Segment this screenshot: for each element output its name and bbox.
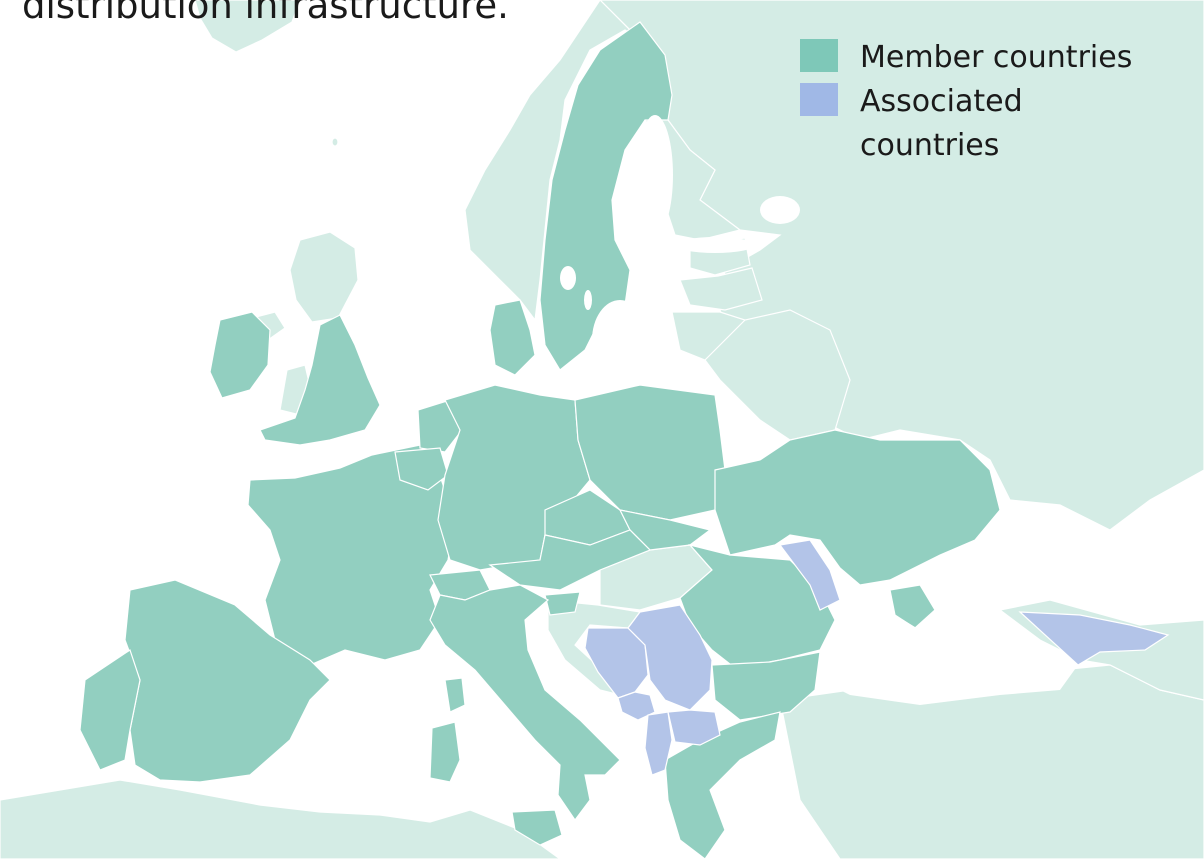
north-macedonia [667, 709, 721, 746]
iceland [194, 0, 301, 53]
north-africa [0, 779, 562, 859]
latvia [679, 267, 763, 311]
ukraine [714, 429, 1001, 586]
sardinia [429, 721, 461, 783]
corsica [444, 677, 466, 713]
lake-ladoga [760, 196, 800, 224]
bulgaria [711, 651, 821, 721]
baltic-sea [592, 300, 648, 380]
austria [488, 529, 652, 591]
crimea [889, 584, 936, 629]
legend-item-associated: Associated countries [800, 80, 1180, 168]
caspian-sea [1145, 470, 1204, 610]
england [259, 314, 381, 446]
belgium [394, 447, 449, 491]
legend-item-member: Member countries [800, 36, 1180, 80]
moldova [778, 539, 841, 611]
slovenia [544, 591, 581, 616]
caption-text: distribution infrastructure. [22, 0, 509, 27]
legend-label-associated: Associated countries [860, 84, 1023, 163]
greece [664, 711, 781, 859]
sicily [511, 809, 563, 846]
gulf-bothnia [637, 115, 673, 235]
italy [429, 584, 621, 822]
ireland [209, 311, 271, 399]
montenegro [617, 691, 656, 721]
faroe-islands [331, 137, 339, 147]
lake-vanern [560, 266, 576, 290]
lakes [560, 115, 800, 380]
legend-swatch-associated [800, 83, 838, 116]
legend-label-member: Member countries [860, 40, 1133, 75]
georgia [1018, 611, 1170, 666]
lake-vattern [584, 290, 592, 310]
member-land [79, 21, 1001, 859]
portugal [79, 649, 141, 771]
denmark [489, 299, 536, 376]
norway [464, 0, 641, 322]
associated-land [584, 539, 1170, 776]
croatia [547, 599, 642, 696]
gulf-finland [675, 237, 755, 253]
legend-swatch-member [800, 39, 838, 72]
map-legend: Member countries Associated countries [800, 36, 1180, 168]
black-sea [820, 600, 1078, 705]
